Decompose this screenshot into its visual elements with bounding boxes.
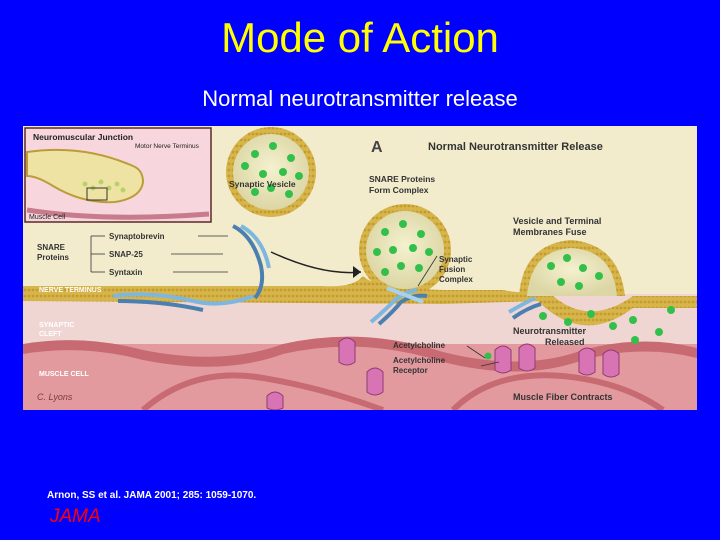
label-snare-proteins-1: SNARE <box>37 243 66 252</box>
snare-protein-free <box>112 224 271 312</box>
jama-logo: JAMA <box>50 506 101 527</box>
muscle-cell-shape <box>26 207 210 220</box>
label-released-2: Released <box>545 337 585 347</box>
label-synaptic-vesicle: Synaptic Vesicle <box>229 179 296 189</box>
label-synaptic-cleft-2: CLEFT <box>39 331 62 338</box>
acetylcholine-cluster <box>547 254 603 290</box>
leader-lines <box>90 235 500 367</box>
docking-vesicle <box>359 204 451 296</box>
acetylcholine-cluster <box>241 142 303 198</box>
motor-nerve-shape <box>26 148 145 204</box>
slide-title: Mode of Action <box>221 14 499 61</box>
vesicle-inner <box>527 248 617 296</box>
label-acetylcholine: Acetylcholine <box>393 341 446 350</box>
inset-zoom-box <box>86 187 108 201</box>
inset-neuromuscular-junction: Neuromuscular Junction Motor Nerve Termi… <box>24 127 212 223</box>
acetylcholine-cluster <box>373 220 433 276</box>
label-fusion-2: Fusion <box>439 265 465 274</box>
synaptic-vesicle <box>226 127 316 217</box>
label-receptor-2: Receptor <box>393 366 428 375</box>
label-released-1: Neurotransmitter <box>513 326 587 336</box>
label-fusion-1: Synaptic <box>439 255 473 264</box>
snare-protein-fused <box>508 296 542 320</box>
label-snare-form-2: Form Complex <box>369 185 429 195</box>
label-muscle-cell: MUSCLE CELL <box>39 371 90 378</box>
label-synaptobrevin: Synaptobrevin <box>109 232 165 241</box>
released-acetylcholine <box>484 306 675 360</box>
muscle-fold <box>141 372 385 410</box>
inset-motor-terminus: Motor Nerve Terminus <box>135 143 200 150</box>
slide-subtitle: Normal neurotransmitter release <box>202 86 518 111</box>
label-synaptic-cleft-1: SYNAPTIC <box>39 322 74 329</box>
label-syntaxin: Syntaxin <box>109 268 142 277</box>
panel-letter: A <box>371 139 383 156</box>
fusing-vesicle <box>519 240 625 296</box>
snare-protein-complex <box>369 286 428 326</box>
panel-title: Normal Neurotransmitter Release <box>428 141 603 153</box>
inset-muscle-cell: Muscle Cell <box>29 214 66 221</box>
label-snap25: SNAP-25 <box>109 250 143 259</box>
muscle-fold <box>450 372 665 410</box>
label-snare-form-1: SNARE Proteins <box>369 174 435 184</box>
inset-title: Neuromuscular Junction <box>33 132 133 142</box>
label-nerve-terminus: NERVE TERMINUS <box>39 287 102 294</box>
artist-signature: C. Lyons <box>37 392 73 402</box>
label-vesicle-fuse-1: Vesicle and Terminal <box>513 216 601 226</box>
label-fusion-3: Complex <box>439 275 473 284</box>
process-arrow-head <box>353 266 361 278</box>
acetylcholine-receptor <box>266 337 620 410</box>
label-muscle-contracts: Muscle Fiber Contracts <box>513 392 613 402</box>
inset-vesicles <box>82 179 126 193</box>
terminal-membrane <box>23 276 697 326</box>
label-vesicle-fuse-2: Membranes Fuse <box>513 227 587 237</box>
citation: Arnon, SS et al. JAMA 2001; 285: 1059-10… <box>47 490 257 501</box>
neurotransmitter-release-figure: Neuromuscular Junction Motor Nerve Termi… <box>23 126 697 410</box>
label-snare-proteins-2: Proteins <box>37 253 70 262</box>
label-receptor-1: Acetylcholine <box>393 356 446 365</box>
